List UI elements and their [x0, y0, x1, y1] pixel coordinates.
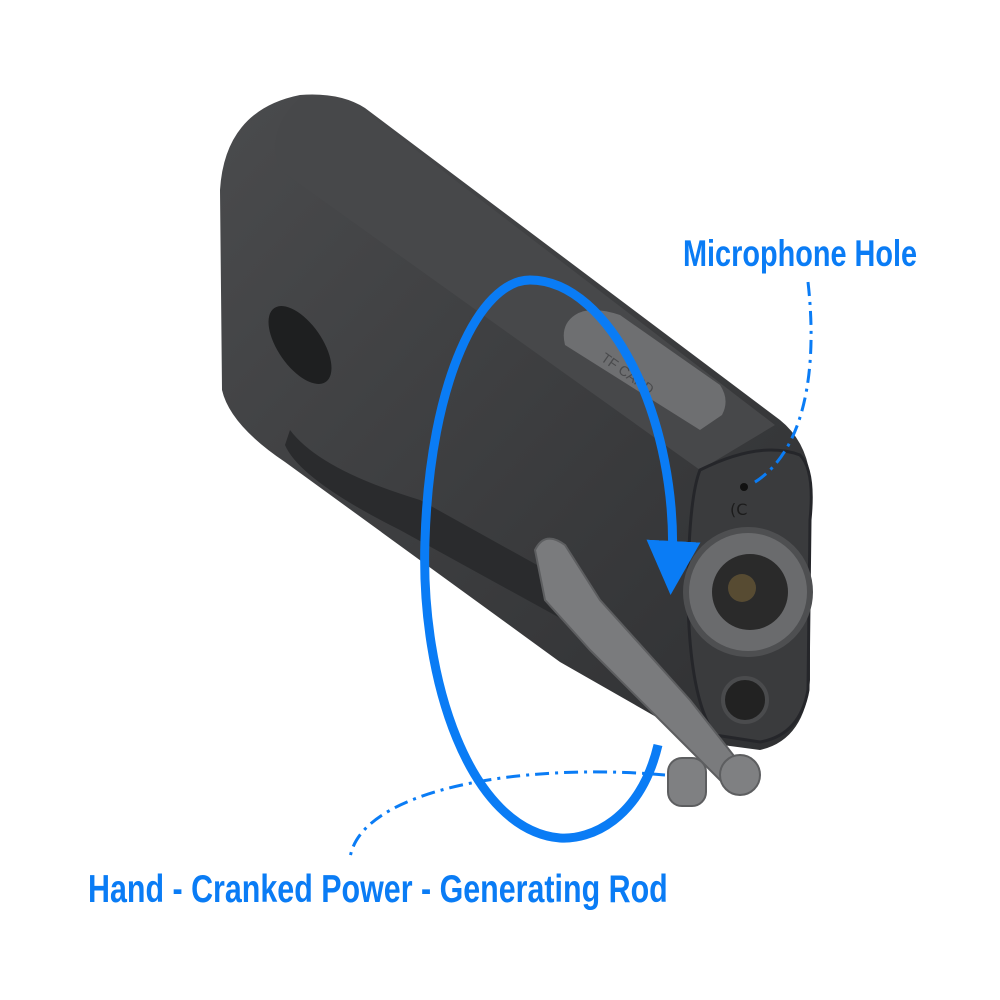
rod-leader-line	[348, 770, 666, 859]
flashlight-hole	[721, 676, 769, 724]
microphone-hole	[740, 483, 748, 491]
microphone-icon: (C	[730, 500, 747, 519]
clockwise-rotation-arrow	[420, 275, 701, 843]
microphone-leader-line	[749, 281, 813, 487]
crank-arm	[533, 537, 747, 792]
crank-pivot	[719, 754, 761, 796]
lens-glass	[728, 574, 756, 602]
crank-rod-label: Hand - Cranked Power - Generating Rod	[88, 868, 668, 911]
card-slot-cover	[563, 310, 726, 430]
grip-groove	[285, 430, 600, 640]
crank-handle	[667, 757, 707, 807]
microphone-hole-label: Microphone Hole	[683, 233, 918, 274]
lanyard-hole	[268, 306, 332, 384]
